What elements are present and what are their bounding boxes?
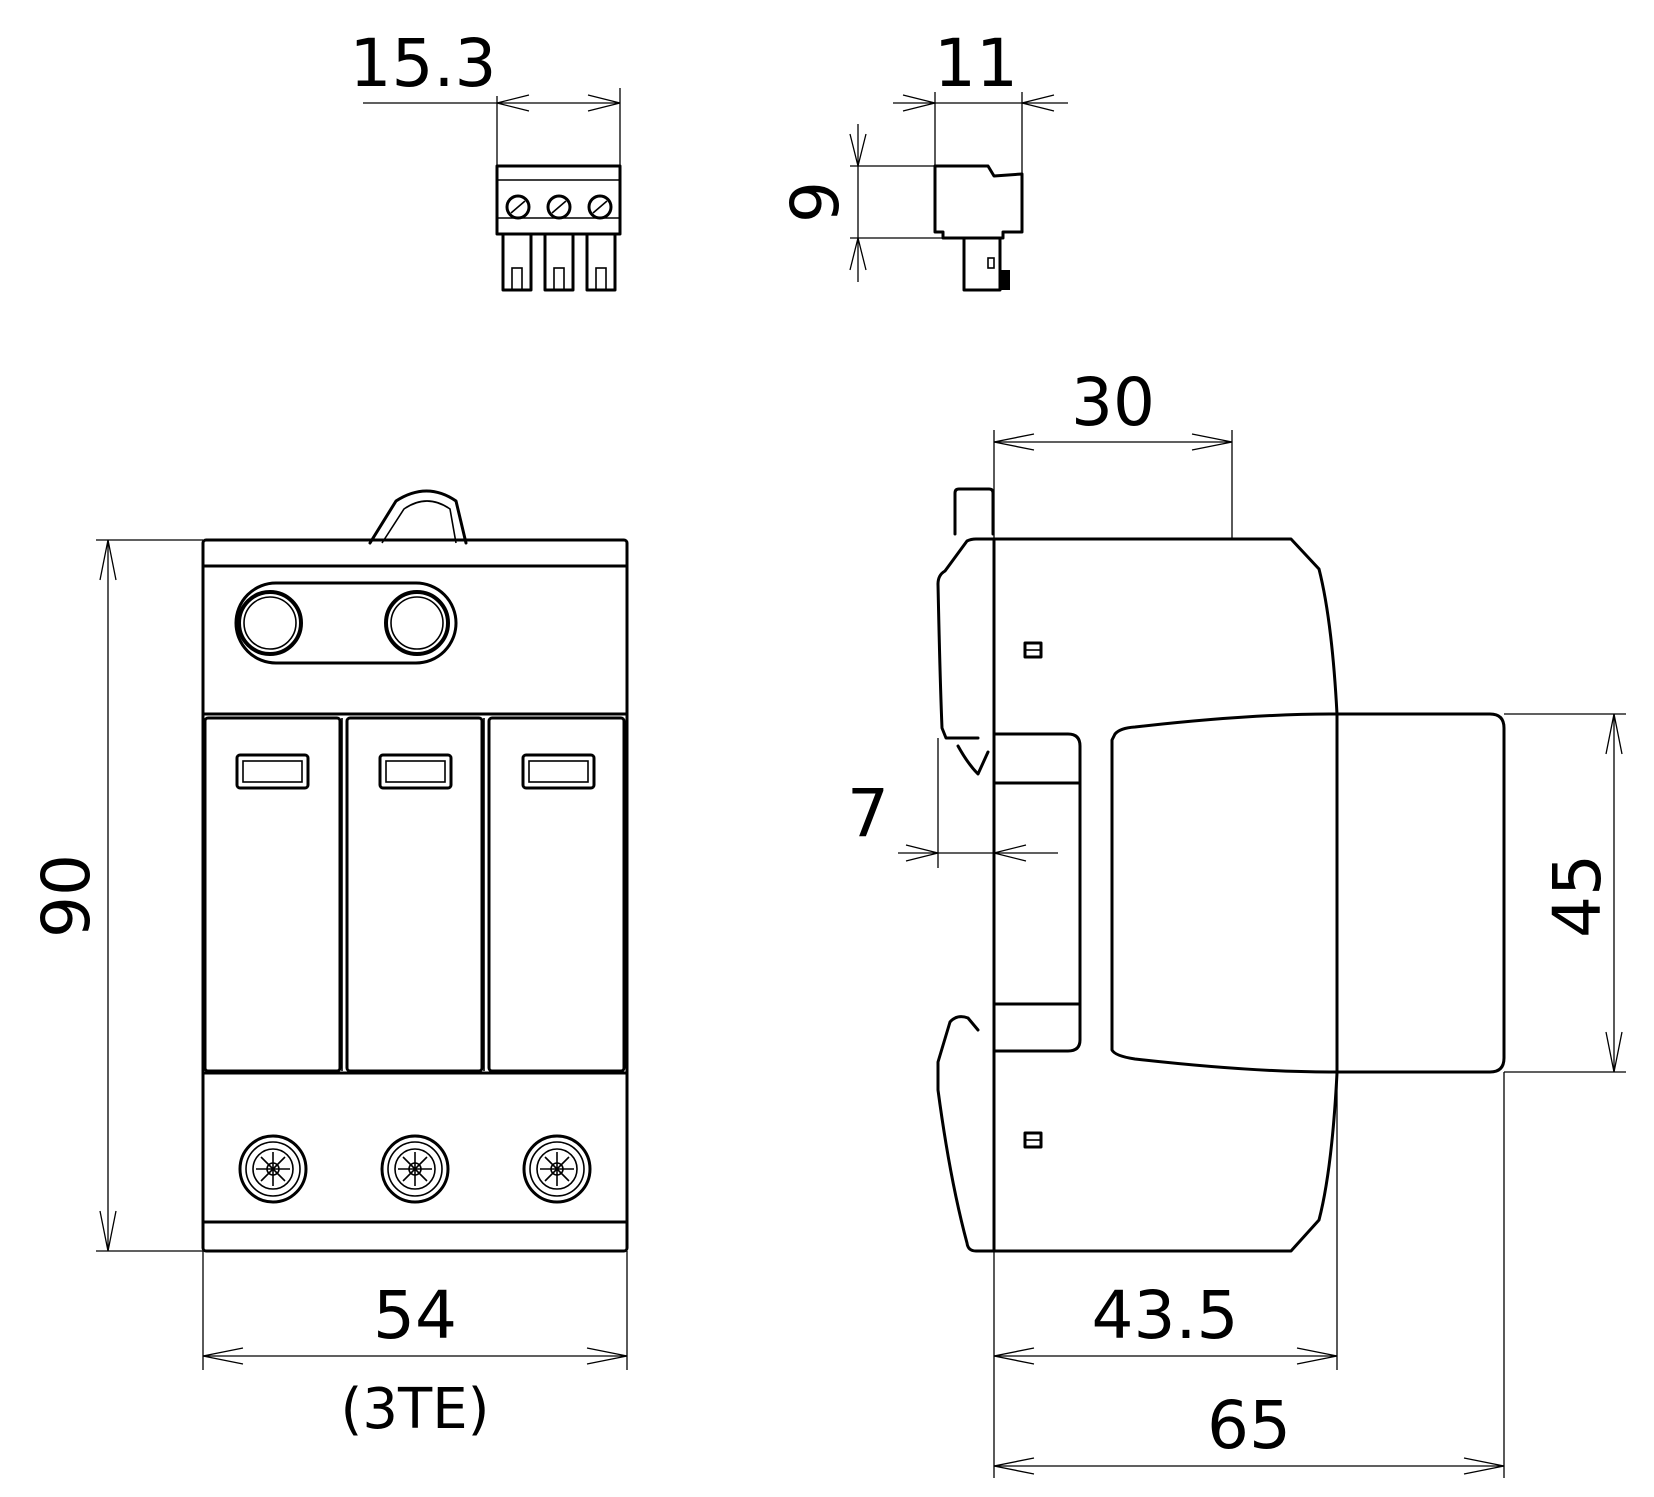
side-view [936,487,1506,1253]
dimension-connector-width: 15.3 [350,25,621,166]
dimension-label: 30 [1071,364,1155,441]
dimension-module-width-top: 30 [993,364,1233,539]
dimension-module-height: 45 [1504,713,1626,1073]
dimension-unit-label: (3TE) [341,1377,490,1442]
dimension-label: 65 [1207,1387,1291,1464]
dimension-label: 9 [777,181,854,223]
dimension-label: 90 [28,854,105,938]
connector-front-view [495,164,622,292]
connector-side-view [933,164,1024,292]
dimension-label: 43.5 [1092,1277,1239,1354]
front-view [201,489,629,1253]
terminal-screw-icon [238,1134,308,1204]
dimension-label: 45 [1539,854,1616,938]
terminal-screw-icon [380,1134,450,1204]
dimension-depth-partial: 43.5 [993,1073,1338,1478]
dimension-connector-side-width: 11 [893,25,1068,174]
dimension-front-height: 90 [28,539,203,1252]
dimension-label: 7 [847,775,889,852]
dimension-label: 54 [373,1277,457,1354]
dimension-connector-height: 9 [777,124,943,282]
dimension-depth-total: 65 [993,1072,1505,1478]
terminal-screw-icon [522,1134,592,1204]
dimension-label: 11 [934,25,1018,102]
dimension-front-width: 54 (3TE) [202,1251,628,1442]
dimension-label: 15.3 [350,25,497,102]
dimension-rail-offset: 7 [847,738,1058,868]
